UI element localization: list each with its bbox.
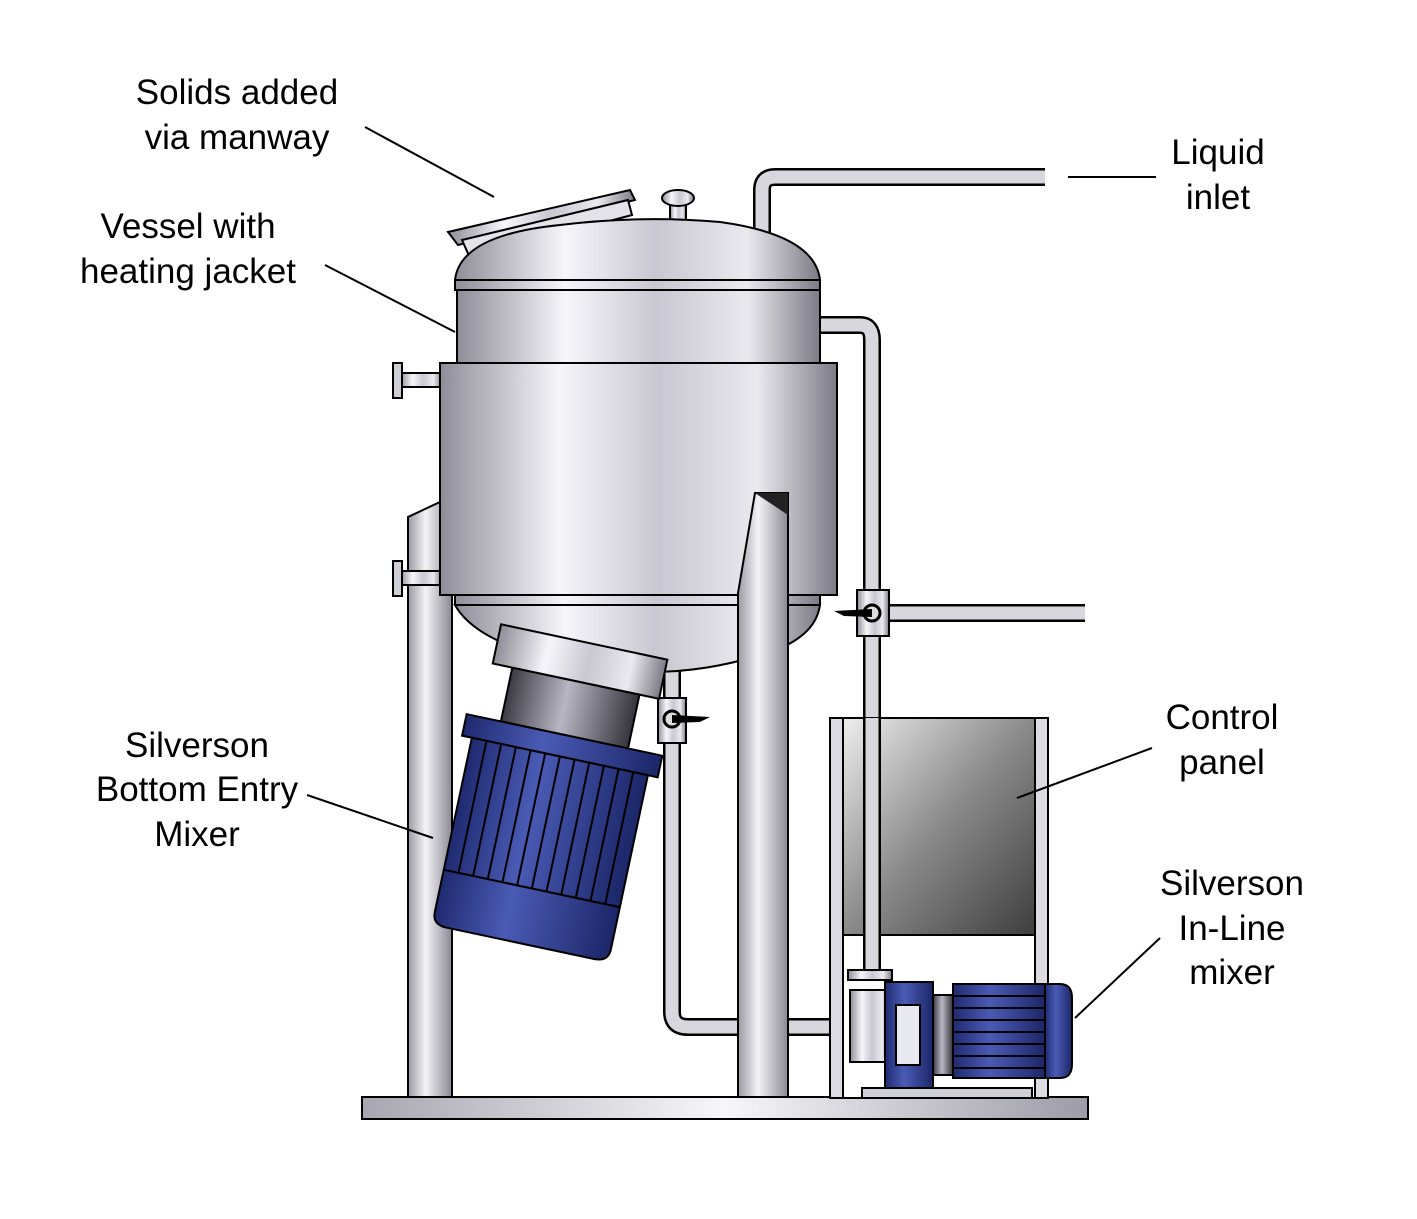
label-solids: Solids added via manway: [136, 73, 338, 157]
recirculation-valve: [834, 589, 890, 637]
bottom-entry-mixer: [433, 623, 669, 961]
label-line: In-Line: [1178, 909, 1285, 948]
liquid-inlet-pipe: [753, 168, 1045, 245]
label-line: Control: [1166, 698, 1279, 737]
label-bottom-mixer: Silverson Bottom Entry Mixer: [96, 726, 299, 854]
label-line: Silverson: [1160, 864, 1304, 903]
recirculation-pipe: [820, 316, 1085, 975]
outlet-pipe: [663, 670, 855, 1036]
jacket-nozzle-top: [399, 372, 443, 388]
leader-bottom-mixer: [306, 794, 434, 839]
label-line: mixer: [1189, 953, 1275, 992]
label-liquid: Liquid inlet: [1171, 133, 1264, 217]
leader-inline: [1074, 937, 1161, 1019]
base-plate: [361, 1096, 1089, 1120]
label-vessel: Vessel with heating jacket: [80, 207, 296, 291]
inline-mixer: [847, 969, 1073, 1099]
label-inline-mixer: Silverson In-Line mixer: [1160, 864, 1304, 992]
label-line: Silverson: [125, 726, 269, 765]
leader-vessel: [324, 264, 456, 333]
outlet-valve: [657, 697, 710, 744]
label-line: Vessel with: [100, 207, 275, 246]
vessel: [392, 188, 838, 673]
label-line: Solids added: [136, 73, 338, 112]
label-line: Bottom Entry: [96, 770, 299, 809]
right-leg: [737, 492, 789, 1098]
label-line: via manway: [145, 118, 330, 157]
label-control: Control panel: [1166, 698, 1279, 782]
label-line: Liquid: [1171, 133, 1264, 172]
label-line: Mixer: [154, 815, 240, 854]
leader-solids: [364, 126, 495, 198]
left-leg: [407, 501, 453, 1098]
jacket-nozzle-bottom: [399, 570, 443, 586]
label-line: panel: [1179, 743, 1265, 782]
label-line: heating jacket: [80, 252, 296, 291]
label-line: inlet: [1186, 178, 1250, 217]
leader-control: [1016, 747, 1153, 799]
